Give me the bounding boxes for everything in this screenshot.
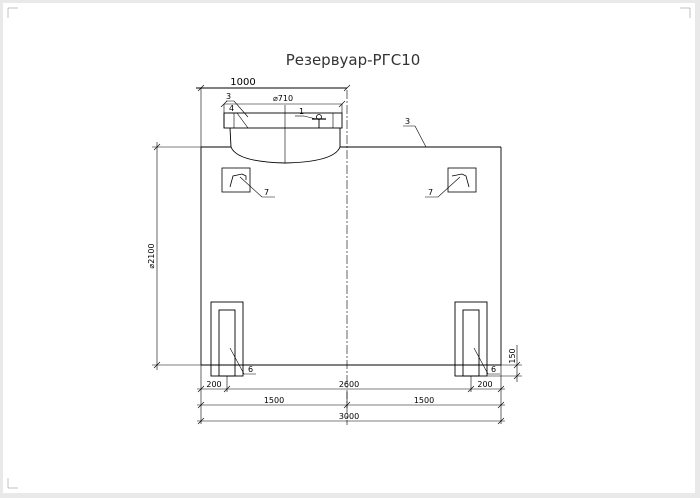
bracket-left-7: [221, 167, 251, 193]
dim-support-height-text: 150: [508, 348, 517, 363]
label-item-7-left: 7: [264, 188, 269, 197]
dim-support-right-text: 200: [477, 380, 492, 389]
dim-body-diameter-text: ⌀2100: [147, 243, 156, 268]
tank-body: [200, 146, 502, 366]
label-item-6-right: 6: [491, 365, 496, 374]
label-item-1: 1: [299, 107, 304, 116]
sheet-corner-marks: [7, 7, 691, 489]
label-item-3-shell: 3: [405, 117, 410, 126]
bracket-right-7: [447, 167, 477, 193]
dim-neck-offset: [196, 84, 351, 147]
dim-support-height: [487, 345, 522, 382]
neck-flange: [223, 112, 343, 129]
label-item-3-neck: 3: [226, 92, 231, 101]
drawing-sheet: Резервуар-РГС10: [3, 3, 695, 493]
label-item-6-left: 6: [248, 365, 253, 374]
dim-neck-diameter-text: ⌀710: [273, 94, 293, 103]
dim-neck-offset-text: 1000: [230, 77, 255, 88]
dim-support-row: [197, 365, 505, 393]
dim-half-row: [197, 392, 505, 409]
dim-body-diameter: [152, 142, 201, 370]
dim-support-left-text: 200: [206, 380, 221, 389]
neck-assembly: [223, 105, 343, 164]
dim-support-span-text: 2600: [339, 380, 359, 389]
label-item-4: 4: [229, 104, 234, 113]
dim-half-right-text: 1500: [414, 396, 434, 405]
dim-total-row: [197, 408, 505, 425]
valve-icon: [312, 114, 326, 128]
dim-total-text: 3000: [339, 412, 359, 421]
tank-drawing: Резервуар-РГС10: [7, 7, 691, 489]
label-item-7-right: 7: [428, 188, 433, 197]
dim-half-left-text: 1500: [264, 396, 284, 405]
dim-neck-diameter: [220, 100, 346, 113]
drawing-title: Резервуар-РГС10: [286, 51, 421, 69]
leader-lines: [226, 100, 500, 375]
